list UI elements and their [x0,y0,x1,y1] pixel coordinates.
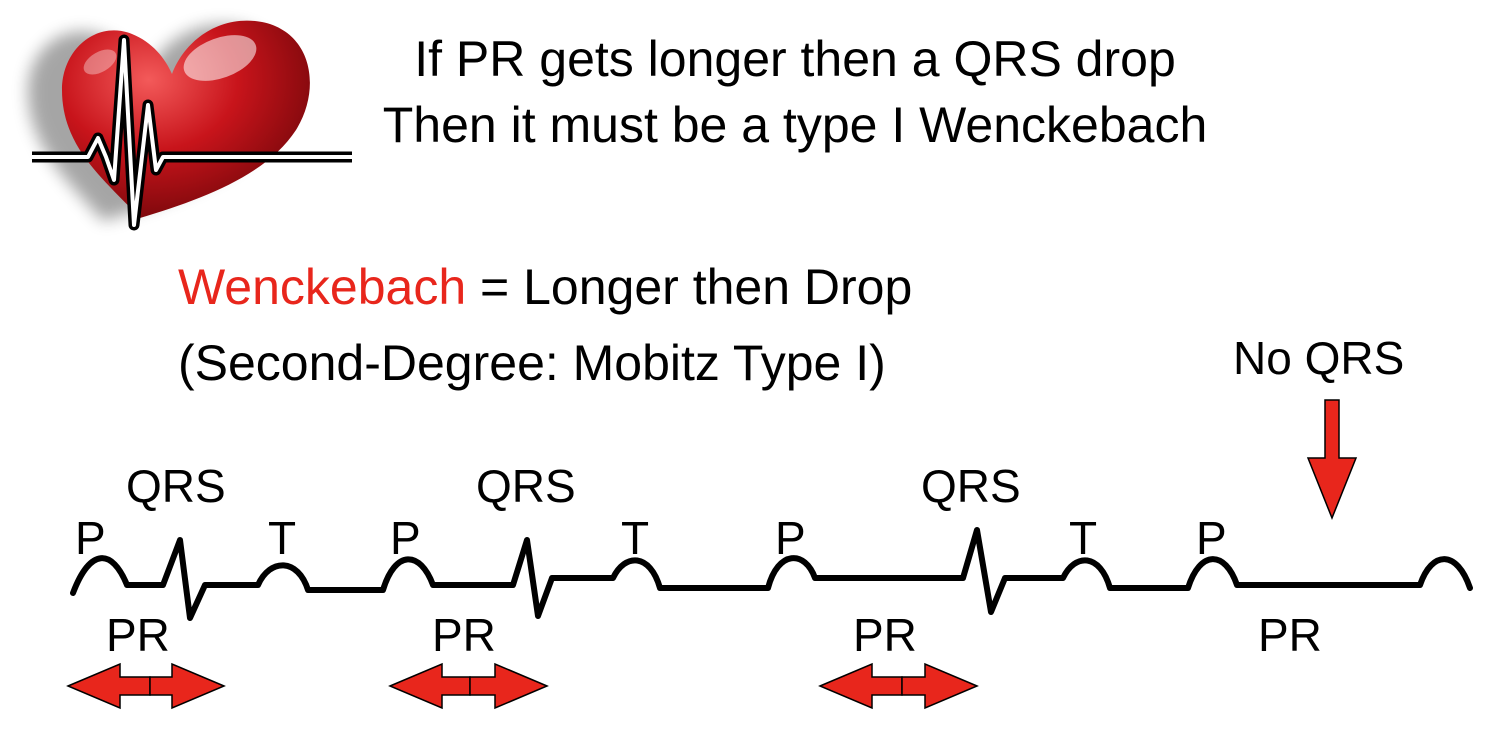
heart-ecg-trace-inner [32,38,352,227]
pr-interval-arrow-1 [66,662,226,710]
pr-label-1: PR [106,609,170,661]
p-wave-label-1: P [75,512,106,564]
no-qrs-label: No QRS [1233,332,1404,384]
p-wave-label-4: P [1196,512,1227,564]
summary-classification: (Second-Degree: Mobitz Type I) [178,335,886,391]
pr-label-2: PR [432,609,496,661]
summary-definition-line: Wenckebach = Longer then Drop [178,262,912,312]
qrs-label-1: QRS [126,460,226,512]
heart-highlight-small [83,49,117,75]
pr-interval-arrow-2 [388,662,549,710]
headline-line-2: Then it must be a type I Wenckebach [382,97,1208,153]
t-wave-label-2: T [621,512,649,564]
qrs-label-2: QRS [476,460,576,512]
pr-interval-arrow-3 [818,662,979,710]
p-wave-label-3: P [775,512,806,564]
pr-label-3: PR [853,609,917,661]
qrs-label-3: QRS [921,460,1021,512]
p-wave-label-2: P [390,512,421,564]
heart-highlight [183,35,257,81]
heart-logo [28,20,352,231]
no-qrs-arrow [1306,399,1358,521]
pr-label-4: PR [1258,609,1322,661]
ecg-trace [70,527,1473,621]
t-wave-label-1: T [268,512,296,564]
headline-line-1: If PR gets longer then a QRS drop [414,31,1176,87]
summary-definition: = Longer then Drop [466,259,913,315]
t-wave-label-3: T [1069,512,1097,564]
summary-term: Wenckebach [178,259,467,315]
